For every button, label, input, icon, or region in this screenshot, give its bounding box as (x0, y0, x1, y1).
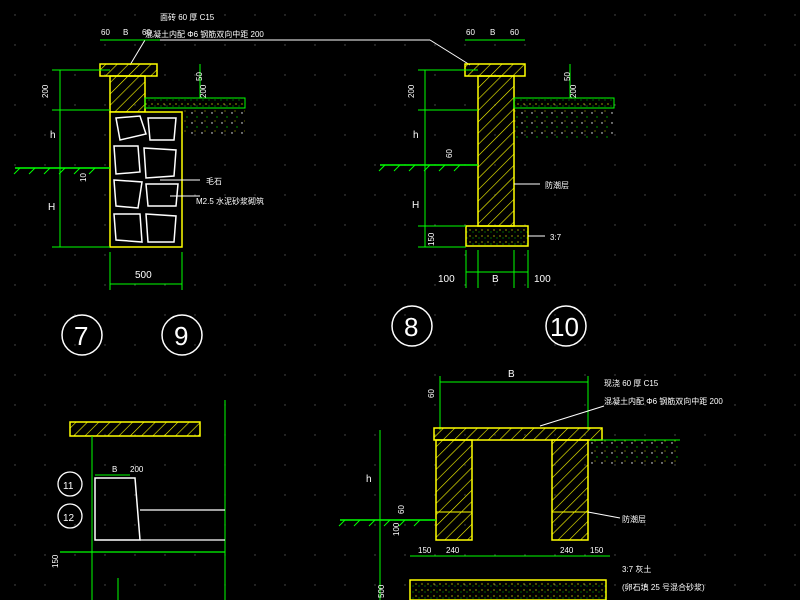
d7-dim-500: 500 (135, 270, 152, 281)
d7-dim-10: 10 (79, 173, 88, 182)
detail-bottom-left: B 200 150 11 12 (51, 400, 226, 600)
d8-wall (477, 75, 515, 227)
br-note-top2: 混凝土内配 Φ6 钢筋双向中距 200 (604, 396, 723, 406)
detail-bottom-right: B 60 现浇 60 厚 C15 混凝土内配 Φ6 钢筋双向中距 200 h 1… (338, 369, 723, 600)
d7-dim-top-3: 60 (142, 28, 151, 37)
br-wall-right (551, 439, 589, 541)
d7-soil (180, 108, 245, 136)
d7-leader-cap (129, 39, 146, 66)
label-7: 7 (74, 321, 88, 351)
d8-dim-bottom-2: B (492, 274, 499, 285)
bl-dim-150: 150 (51, 554, 60, 568)
br-dim-60: 60 (427, 389, 436, 398)
d8-dim-150: 150 (427, 232, 436, 246)
d8-dim-60: 60 (445, 149, 454, 158)
label-7-circle (61, 314, 103, 356)
d7-note-stone: 毛石 (206, 176, 222, 186)
d7-dim-step: 200 (199, 84, 208, 98)
d8-dim-cap: 50 (563, 72, 572, 81)
br-dim-500: 500 (377, 584, 386, 598)
br-slab (433, 427, 603, 441)
d8-dim-top-3: 60 (510, 28, 519, 37)
d7-note-mortar: M2.5 水泥砂浆砌筑 (196, 196, 264, 206)
label-9: 9 (174, 321, 188, 351)
d7-dim-200: 200 (41, 84, 50, 98)
d7-dim-H: H (48, 202, 55, 213)
label-10: 10 (550, 312, 579, 342)
d7-leader-top-drop (429, 39, 471, 66)
label-12-circle (57, 503, 83, 529)
br-leader-top (539, 405, 605, 427)
bl-dim-200: 200 (130, 465, 144, 474)
d7-dim-cap: 50 (195, 72, 204, 81)
d7-dim-top-1: 60 (101, 28, 110, 37)
label-11-circle (57, 471, 83, 497)
d8-dim-200: 200 (407, 84, 416, 98)
br-dim-150b: 150 (590, 546, 604, 555)
br-dim-60b: 60 (397, 505, 406, 514)
detail-labels: 7 9 8 10 (61, 305, 587, 356)
d8-note-damp: 防潮层 (545, 180, 569, 190)
d8-note-lime: 3:7 (550, 233, 562, 242)
detail-7: 面砖 60 厚 C15 混凝土内配 Φ6 钢筋双向中距 200 60 B 60 (13, 12, 471, 290)
bl-slab (69, 421, 201, 437)
br-note-lime2: (卵石填 25 号混合砂浆) (622, 582, 705, 592)
br-note-lime: 3:7 灰土 (622, 564, 651, 574)
br-footing (409, 579, 607, 600)
d8-step (513, 97, 615, 109)
d7-top-note2: 混凝土内配 Φ6 钢筋双向中距 200 (145, 29, 264, 39)
d8-dim-ticks (418, 69, 478, 248)
d8-dim-top-2: B (490, 28, 495, 37)
d8-dim-step: 200 (569, 84, 578, 98)
d7-top-note: 面砖 60 厚 C15 (160, 12, 215, 22)
d7-stones (113, 115, 179, 243)
br-dim-150a: 150 (418, 546, 432, 555)
br-dim-240b: 240 (560, 546, 574, 555)
d7-wall-upper (109, 75, 146, 113)
d8-dim-top-1: 60 (466, 28, 475, 37)
d8-dim-H: H (412, 200, 419, 211)
br-wall-left (435, 439, 473, 541)
label-10-circle (545, 305, 587, 347)
br-ground-marks (338, 519, 421, 527)
label-8: 8 (404, 312, 418, 342)
br-dim-100: 100 (392, 522, 401, 536)
label-9-circle (161, 314, 203, 356)
d8-dim-h: h (413, 130, 419, 141)
d8-ground-marks (378, 164, 461, 172)
br-note-damp: 防潮层 (622, 514, 646, 524)
br-soil-right (590, 440, 680, 466)
br-dim-240a: 240 (446, 546, 460, 555)
bl-dim-B: B (112, 465, 117, 474)
label-12: 12 (63, 513, 75, 524)
d8-soil (514, 108, 614, 138)
d7-step (144, 97, 246, 109)
br-dim-h: h (366, 474, 372, 485)
d8-dim-bottom-ticks (465, 250, 529, 288)
br-note-top: 现浇 60 厚 C15 (604, 378, 659, 388)
br-dim-B: B (508, 369, 515, 380)
d8-dim-bottom-3: 100 (534, 274, 551, 285)
d7-dim-h: h (50, 130, 56, 141)
d8-footing (465, 225, 529, 247)
d7-dim-ticks (52, 69, 110, 248)
br-leader-damp (587, 511, 621, 519)
label-8-circle (391, 305, 433, 347)
d8-dim-bottom-1: 100 (438, 274, 455, 285)
d7-dim-top-2: B (123, 28, 128, 37)
label-11: 11 (63, 481, 74, 492)
detail-8: 60 B 60 200 h H 60 150 50 (378, 28, 615, 288)
